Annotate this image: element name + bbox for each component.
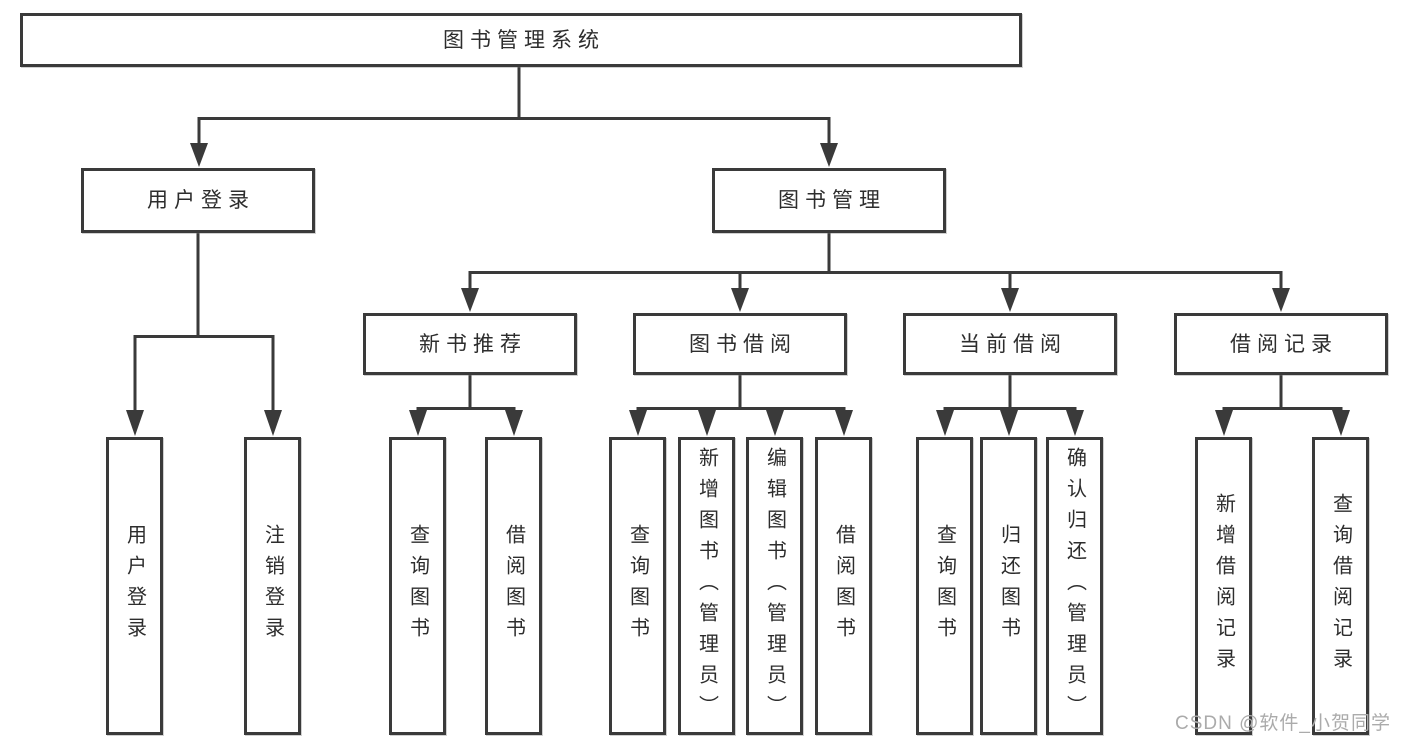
node-user-login-label: 用户登录 [147, 189, 255, 212]
leaf-logout-label: 注销登录 [261, 524, 284, 648]
leaf-record-query: 查询借阅记录 [1312, 437, 1369, 735]
leaf-user-login: 用户登录 [106, 437, 163, 735]
leaf-borrow-query-book: 查询图书 [609, 437, 666, 735]
node-borrow-record: 借阅记录 [1174, 313, 1388, 375]
node-current-borrow: 当前借阅 [903, 313, 1117, 375]
leaf-borrow-edit-book-label: 编辑图书（管理员） [763, 446, 786, 726]
csdn-watermark: CSDN @软件_小贺同学 [1175, 713, 1391, 734]
leaf-user-login-label: 用户登录 [123, 524, 146, 648]
leaf-borrow-edit-book: 编辑图书（管理员） [746, 437, 803, 735]
node-user-login: 用户登录 [81, 168, 315, 233]
leaf-logout: 注销登录 [244, 437, 301, 735]
leaf-recommend-query-book: 查询图书 [389, 437, 446, 735]
leaf-borrow-query-book-label: 查询图书 [626, 524, 649, 648]
leaf-record-add-label: 新增借阅记录 [1212, 493, 1235, 679]
leaf-recommend-borrow-book-label: 借阅图书 [502, 524, 525, 648]
leaf-borrow-borrow-book: 借阅图书 [815, 437, 872, 735]
node-root: 图书管理系统 [20, 13, 1022, 67]
leaf-current-return-book: 归还图书 [980, 437, 1037, 735]
leaf-recommend-borrow-book: 借阅图书 [485, 437, 542, 735]
node-root-label: 图书管理系统 [443, 28, 605, 52]
node-book-borrow-label: 图书借阅 [689, 332, 797, 356]
node-borrow-record-label: 借阅记录 [1230, 332, 1338, 356]
leaf-recommend-query-book-label: 查询图书 [406, 524, 429, 648]
leaf-borrow-borrow-book-label: 借阅图书 [832, 524, 855, 648]
leaf-current-query-book-label: 查询图书 [933, 524, 956, 648]
leaf-borrow-add-book: 新增图书（管理员） [678, 437, 735, 735]
node-current-borrow-label: 当前借阅 [959, 332, 1067, 356]
leaf-current-query-book: 查询图书 [916, 437, 973, 735]
node-book-management: 图书管理 [712, 168, 946, 233]
leaf-borrow-add-book-label: 新增图书（管理员） [695, 446, 718, 726]
leaf-record-query-label: 查询借阅记录 [1329, 493, 1352, 679]
node-new-book-recommend: 新书推荐 [363, 313, 577, 375]
leaf-current-confirm-return: 确认归还（管理员） [1046, 437, 1103, 735]
node-book-borrow: 图书借阅 [633, 313, 847, 375]
leaf-current-confirm-return-label: 确认归还（管理员） [1063, 446, 1086, 726]
node-book-management-label: 图书管理 [778, 189, 886, 212]
node-new-book-recommend-label: 新书推荐 [419, 332, 527, 356]
leaf-current-return-book-label: 归还图书 [997, 524, 1020, 648]
leaf-record-add: 新增借阅记录 [1195, 437, 1252, 735]
